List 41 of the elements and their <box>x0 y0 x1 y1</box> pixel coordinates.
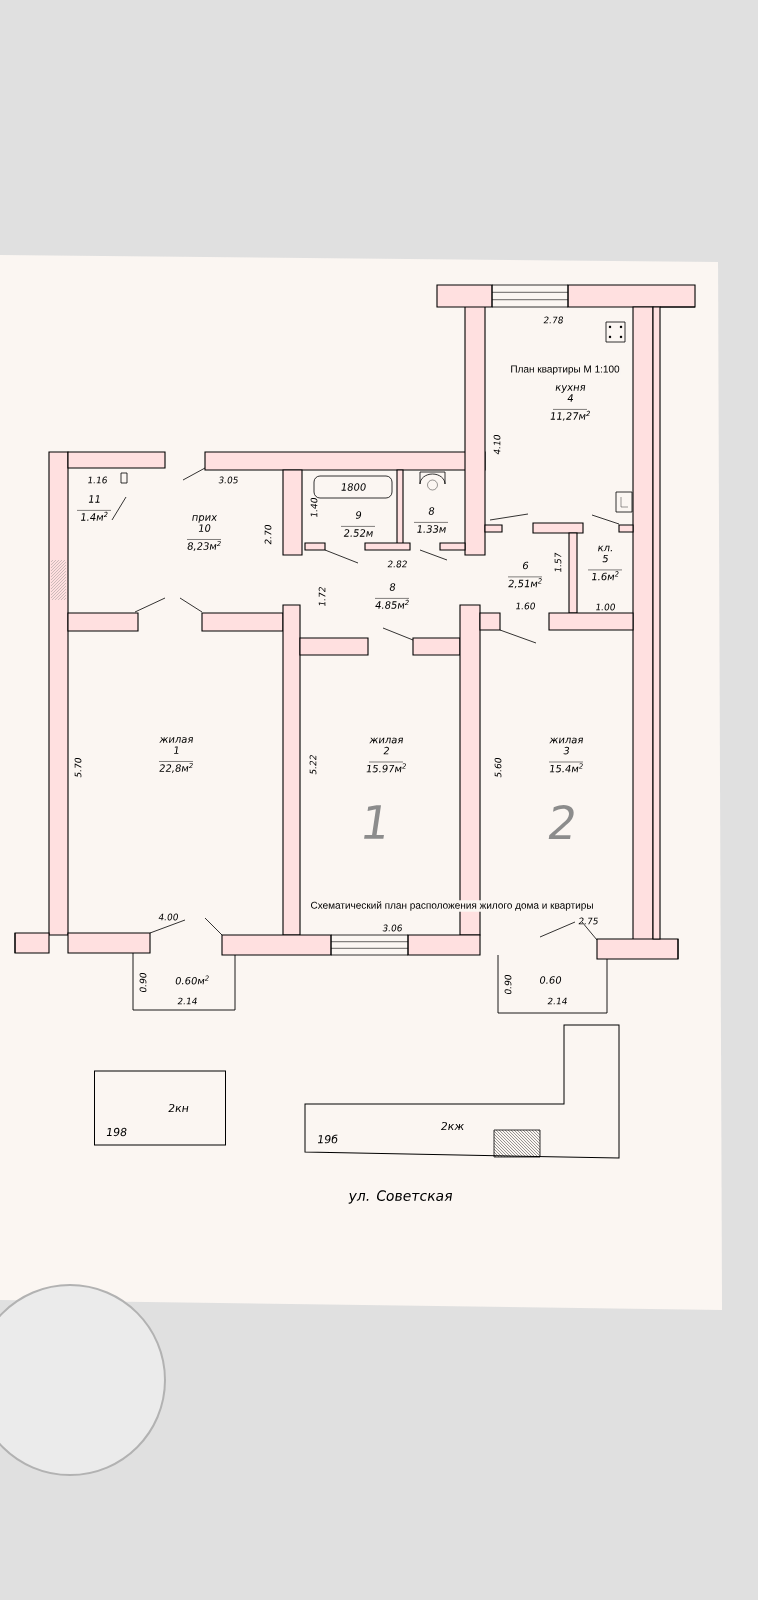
dimension-label: 2.70 <box>264 525 272 545</box>
room-label: 0.60 <box>540 976 562 984</box>
room-label: 0.60м$^{2}$ <box>175 975 209 985</box>
dimension-label: 2.75 <box>578 917 598 925</box>
dimension-label: 5.60 <box>494 758 502 778</box>
dimension-label: 4.10 <box>493 435 501 455</box>
dimension-label: 5.70 <box>74 758 82 778</box>
dimension-label: 2.78 <box>543 316 563 324</box>
dimension-label: 1.57 <box>554 552 562 572</box>
room-label: 9 2.52м <box>340 511 376 537</box>
dimension-label: 3.06 <box>382 924 402 932</box>
room-label: жилая 2 15.97м$^{2}$ <box>366 737 406 773</box>
bathtub: 1800 <box>313 475 393 499</box>
building-outline <box>304 1024 620 1159</box>
dimension-label: 1.72 <box>318 587 326 606</box>
room-label: 11 1.4м$^{2}$ <box>76 495 112 521</box>
room-label: 8 1.33м <box>413 507 449 533</box>
dimension-label: 3.05 <box>218 476 238 484</box>
dimension-label: 0.90 <box>139 973 147 993</box>
dimension-label: 2.14 <box>547 997 567 1005</box>
building-outline: 2кн 198 <box>94 1070 226 1146</box>
dimension-label: 2.14 <box>177 997 197 1005</box>
room-label: прих 10 8,23м$^{2}$ <box>186 515 222 551</box>
room-label: жилая 1 22,8м$^{2}$ <box>158 737 194 773</box>
dimension-label: 1.40 <box>310 498 318 517</box>
dimension-label: 0.90 <box>504 975 512 995</box>
dimension-label: 1.60 <box>516 602 535 610</box>
dimension-label: 2.82 <box>387 560 407 568</box>
room-label: 8 4.85м$^{2}$ <box>374 583 410 609</box>
building-outline: 2кж 19б <box>318 1121 541 1158</box>
plan-caption: План квартиры М 1:100 <box>509 364 621 376</box>
room-label: кл. 5 1.6м$^{2}$ <box>587 545 623 581</box>
dimension-label: 1.00 <box>596 603 615 611</box>
dimension-label: 1.16 <box>88 476 107 484</box>
room-label: кухня 4 11,27м$^{2}$ <box>550 385 590 421</box>
dimension-label: 4.00 <box>158 913 178 921</box>
street-name: ул. Советская <box>348 1190 452 1204</box>
plan-caption: Схематический план расположения жилого дома и квартиры <box>309 900 595 912</box>
room-label: 6 2,51м$^{2}$ <box>507 561 543 589</box>
room-label: жилая 3 15.4м$^{2}$ <box>548 737 584 773</box>
dimension-label: 5.22 <box>309 755 317 775</box>
